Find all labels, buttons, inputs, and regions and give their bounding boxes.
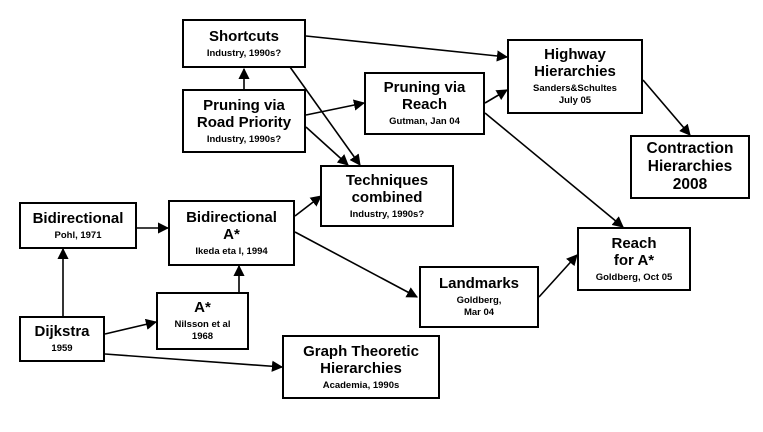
edge-shortcuts-highway	[305, 35, 509, 62]
node-title: Techniques combined	[345, 171, 429, 206]
node-astar: A* Nilsson et al 1968	[156, 292, 249, 350]
node-subtitle: Industry, 1990s?	[349, 208, 425, 220]
node-shortcuts: Shortcuts Industry, 1990s?	[182, 19, 306, 68]
node-subtitle: Industry, 1990s?	[206, 133, 282, 145]
edge-pruning-reach-reach-astar	[484, 112, 624, 228]
edge-bidir-astar-techniques	[294, 195, 322, 217]
node-pruning-road-priority: Pruning via Road Priority Industry, 1990…	[182, 89, 306, 153]
node-subtitle: Nilsson et al 1968	[174, 319, 231, 342]
node-dijkstra: Dijkstra 1959	[19, 316, 105, 362]
node-reach-for-astar: Reach for A* Goldberg, Oct 05	[577, 227, 691, 291]
node-subtitle: Gutman, Jan 04	[389, 116, 460, 127]
node-subtitle: Sanders&Schultes July 05	[533, 83, 617, 106]
node-title: Bidirectional A*	[186, 208, 277, 243]
node-title: Pruning via Reach	[383, 79, 466, 113]
node-title: Landmarks	[438, 275, 520, 292]
node-title: Bidirectional	[32, 209, 124, 227]
node-highway-hierarchies: Highway Hierarchies Sanders&Schultes Jul…	[507, 39, 643, 114]
edge-shortcuts-techniques	[289, 66, 361, 166]
node-subtitle: Ikeda eta l, 1994	[195, 245, 268, 257]
node-techniques-combined: Techniques combined Industry, 1990s?	[320, 165, 454, 227]
node-title: Contraction Hierarchies 2008	[646, 140, 734, 193]
node-landmarks: Landmarks Goldberg, Mar 04	[419, 266, 539, 328]
node-title: Graph Theoretic Hierarchies	[303, 342, 419, 377]
edge-pruning-reach-highway	[484, 89, 508, 104]
node-contraction-hierarchies: Contraction Hierarchies 2008	[630, 135, 750, 199]
node-graph-theoretic-hierarchies: Graph Theoretic Hierarchies Academia, 19…	[282, 335, 440, 399]
node-title: Pruning via Road Priority	[196, 96, 292, 131]
edge-pruning-road-pruning-reach	[305, 99, 366, 116]
edge-dijkstra-astar	[104, 318, 158, 335]
node-subtitle: Pohl, 1971	[54, 229, 102, 241]
edge-dijkstra-graph-theoretic	[104, 353, 284, 372]
node-subtitle: Goldberg, Mar 04	[456, 295, 502, 318]
node-title: A*	[194, 299, 211, 316]
node-subtitle: 1959	[51, 343, 73, 354]
node-subtitle: Industry, 1990s?	[206, 47, 282, 59]
edge-bidir-astar-landmarks	[294, 231, 418, 298]
node-pruning-reach: Pruning via Reach Gutman, Jan 04	[364, 72, 485, 135]
node-title: Reach for A*	[611, 234, 657, 269]
edge-highway-contraction	[642, 79, 691, 136]
node-bidirectional-astar: Bidirectional A* Ikeda eta l, 1994	[168, 200, 295, 266]
node-title: Dijkstra	[34, 323, 90, 340]
edge-landmarks-reach-astar	[538, 254, 578, 298]
node-title: Shortcuts	[208, 27, 279, 45]
node-title: Highway Hierarchies	[534, 46, 616, 80]
node-bidirectional: Bidirectional Pohl, 1971	[19, 202, 137, 249]
node-subtitle: Academia, 1990s	[322, 379, 400, 391]
edge-pruning-road-techniques	[305, 126, 349, 166]
node-subtitle: Goldberg, Oct 05	[595, 271, 673, 283]
